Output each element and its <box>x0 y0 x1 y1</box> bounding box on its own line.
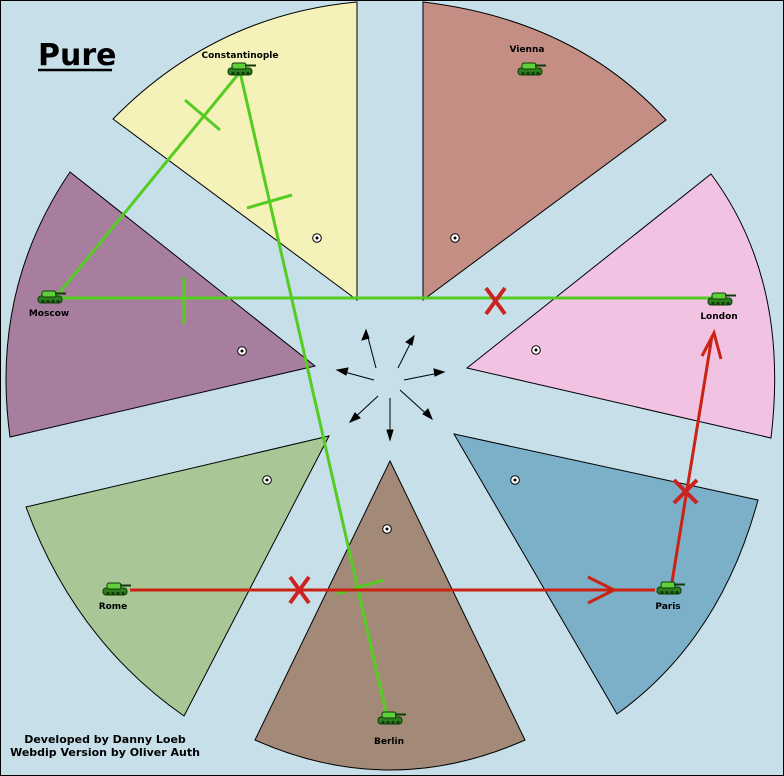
support-tick <box>184 98 221 132</box>
supply-center-icon <box>510 475 520 485</box>
territory-rome[interactable] <box>25 435 330 717</box>
supply-center-icon <box>531 345 541 355</box>
arrowhead <box>587 575 618 605</box>
x-mark-icon <box>484 286 507 316</box>
support-tick <box>336 578 384 596</box>
territory-moscow[interactable] <box>5 171 317 438</box>
credit-developer: Developed by Danny Loeb <box>24 733 186 746</box>
map-title: Pure <box>38 38 117 73</box>
territory-constantinople[interactable] <box>112 1 358 301</box>
credit-webdip: Webdip Version by Oliver Auth <box>10 746 200 759</box>
city-label-vienna: Vienna <box>510 45 545 55</box>
x-mark-icon <box>288 575 311 605</box>
city-label-paris: Paris <box>655 602 680 612</box>
supply-center-icon <box>450 233 460 243</box>
tank-icon[interactable] <box>227 62 257 76</box>
city-label-berlin: Berlin <box>374 737 404 747</box>
tank-icon[interactable] <box>102 582 132 596</box>
territory-vienna[interactable] <box>422 1 667 301</box>
city-label-london: London <box>700 312 737 322</box>
city-label-constantinople: Constantinople <box>202 51 279 61</box>
supply-center-icon <box>312 233 322 243</box>
supply-center-icon <box>237 346 247 356</box>
move-orders <box>130 328 723 605</box>
supply-center-icon <box>262 475 272 485</box>
tank-icon[interactable] <box>656 581 686 595</box>
x-mark-icon <box>672 478 699 505</box>
move-line-paris-london <box>670 335 714 583</box>
city-label-rome: Rome <box>99 602 128 612</box>
compass-arrows-icon <box>335 328 446 442</box>
city-label-moscow: Moscow <box>29 309 69 319</box>
territory-berlin[interactable] <box>254 459 526 771</box>
territory-london[interactable] <box>465 173 776 439</box>
territory-paris[interactable] <box>452 433 759 715</box>
tank-icon[interactable] <box>517 62 547 76</box>
tank-icon[interactable] <box>707 292 737 306</box>
support-orders <box>53 71 712 713</box>
arrowhead <box>700 328 723 360</box>
tank-icon[interactable] <box>377 711 407 725</box>
support-line-berlin-constantinople <box>238 71 388 713</box>
tank-icon[interactable] <box>37 290 67 304</box>
supply-center-icon <box>382 524 392 534</box>
support-tick <box>246 193 293 210</box>
support-line-moscow-constantinople <box>53 71 242 299</box>
